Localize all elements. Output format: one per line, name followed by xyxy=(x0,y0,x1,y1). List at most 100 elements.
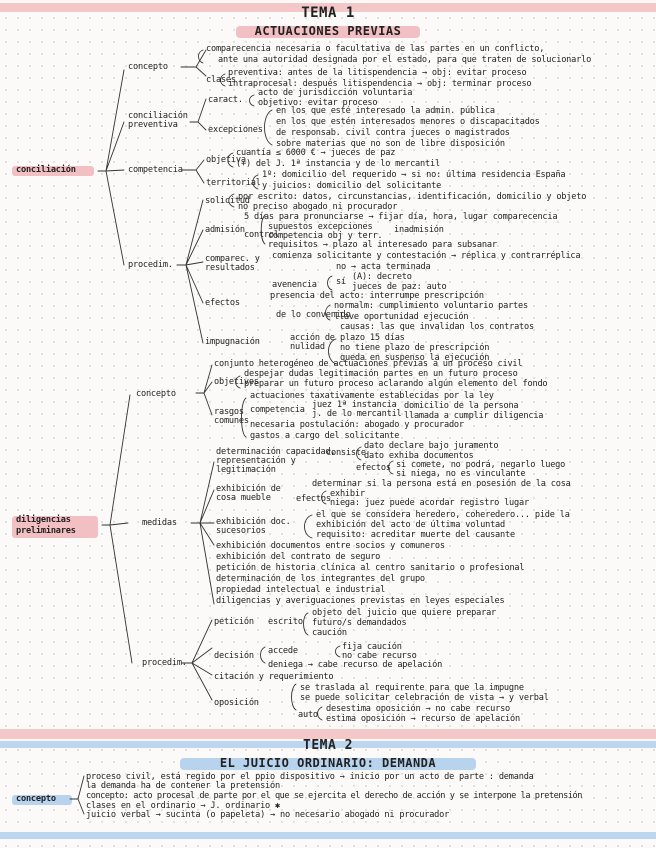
competencia-item: 1º: domicilio del requerido → si no: últ… xyxy=(262,170,566,180)
procedim-item: presencia del acto: interrumpe prescripc… xyxy=(270,291,484,301)
tema-2-concepto-label: concepto xyxy=(16,794,56,804)
label-highlight xyxy=(12,166,94,176)
impugnacion-label: impugnación xyxy=(205,337,260,347)
title-highlight xyxy=(236,26,420,38)
label-highlight xyxy=(12,516,98,538)
procedim-item: plazo 15 días xyxy=(340,333,405,343)
tema-2-item: concepto: acto procesal de parte por el … xyxy=(86,791,583,801)
medida-item: exhibir xyxy=(330,489,365,499)
concepto-item: llamada a cumplir diligencia xyxy=(404,411,544,421)
tema-2-title: EL JUICIO ORDINARIO: DEMANDA xyxy=(219,756,437,770)
competencia-item: (+) del J. 1ª instancia y de lo mercanti… xyxy=(236,159,440,169)
title-highlight xyxy=(180,758,476,770)
objetiva-label: objetiva xyxy=(206,155,246,165)
diligencias-label: diligencias preliminares xyxy=(16,515,76,536)
tema-2-item: proceso civil, está regido por el ppio d… xyxy=(86,772,534,782)
objetivos-label: objetivos xyxy=(214,377,259,387)
procedim-item: sí xyxy=(336,277,346,287)
procedim-item: queda en suspenso la ejecución xyxy=(340,353,490,363)
procedim-item: comienza solicitante y contestación → ré… xyxy=(272,251,581,261)
competencia-label: competencia xyxy=(250,405,305,415)
medida-item: determinación de los integrantes del gru… xyxy=(216,574,425,584)
excepcion-item: en los que estén interesados menores o d… xyxy=(276,117,540,127)
concepto-item: juez 1ª instancia xyxy=(312,400,397,410)
comparecencia-label: comparec. y resultados xyxy=(205,254,260,273)
excepcion-item: de responsab. civil contra jueces o magi… xyxy=(276,128,510,138)
medida-1-label: determinación capacidad, representación … xyxy=(216,447,336,475)
competencia-item: cuantía ≤ 6000 € → jueces de paz xyxy=(236,148,396,158)
citacion-item: citación y requerimiento xyxy=(214,672,334,682)
medida-item: determinar si la persona está en posesió… xyxy=(312,479,571,489)
tema-2-item: la demanda ha de contener la pretensión xyxy=(86,781,280,791)
top-pink-band xyxy=(0,3,656,12)
concepto-label: concepto xyxy=(136,389,176,399)
competencia-label: competencia xyxy=(128,165,183,175)
excepciones-label: excepciones xyxy=(208,125,263,135)
procedim-item: desestima oposición → no cabe recurso xyxy=(326,704,511,714)
accion-nulidad-label: acción de nulidad xyxy=(290,333,335,352)
procedim-label: procedim. xyxy=(142,658,187,668)
procedim-item: estima oposición → recurso de apelación xyxy=(326,714,520,724)
concepto-item: actuaciones taxativamente establecidas p… xyxy=(250,391,494,401)
medida-item: si comete, no podrá, negarlo luego xyxy=(396,460,566,470)
clase-item: preventiva: antes de la litispendencia →… xyxy=(228,68,527,78)
procedim-label: procedim. xyxy=(128,260,173,270)
procedim-item: competencia obj y terr. xyxy=(268,231,383,241)
auto-label: auto xyxy=(298,710,318,720)
procedim-item: deniega → cabe recurso de apelación xyxy=(268,660,443,670)
concepto-definicion: comparecencia necesaria o facultativa de… xyxy=(206,44,545,54)
procedim-item: supuestos excepciones xyxy=(268,222,373,232)
procedim-item: se traslada al requirente para que la im… xyxy=(300,683,524,693)
concepto-item: gastos a cargo del solicitante xyxy=(250,431,400,441)
concepto-item: j. de lo mercantil xyxy=(312,409,402,419)
concepto-item: domicilio de la persona xyxy=(404,401,519,411)
procedim-item: 5 días para pronunciarse → fijar día, ho… xyxy=(244,212,558,222)
medida-item: si niega, no es vinculante xyxy=(396,469,526,479)
medida-item: requisito: acreditar muerte del causante xyxy=(316,530,515,540)
tema-2-item: clases en el ordinario → J. ordinario ✱ xyxy=(86,801,280,811)
preventiva-label: conciliación preventiva xyxy=(128,111,188,130)
excepcion-item: sobre materias que no son de libre dispo… xyxy=(276,139,505,149)
concepto-item: conjunto heterogéneo de actuaciones prev… xyxy=(214,359,523,369)
label-highlight xyxy=(12,795,72,805)
territorial-label: territorial xyxy=(206,178,261,188)
concepto-item: despejar dudas legitimación partes en un… xyxy=(244,369,518,379)
concepto-definicion: ante una autoridad designada por el esta… xyxy=(218,55,592,65)
separator-blue-band xyxy=(0,741,656,748)
medida-3-label: exhibición doc. sucesorios xyxy=(216,517,291,536)
procedim-item: se puede solicitar celebración de vista … xyxy=(300,693,549,703)
procedim-item: causas: las que invalidan los contratos xyxy=(340,322,534,332)
procedim-item: accede xyxy=(268,646,298,656)
medida-item: efectos xyxy=(356,463,391,473)
medida-item: diligencias y averiguaciones previstas e… xyxy=(216,596,505,606)
medida-item: exhibición del acto de última voluntad xyxy=(316,520,506,530)
medida-item: exhibición del contrato de seguro xyxy=(216,552,381,562)
concepto-label: concepto xyxy=(128,62,168,72)
procedim-item: objeto del juicio que quiere preparar xyxy=(312,608,497,618)
escrito-label: escrito xyxy=(268,617,303,627)
clase-item: intraprocesal: después litispendencia → … xyxy=(228,79,532,89)
medida-item: dato exhiba documentos xyxy=(364,451,474,461)
tema-2-number: TEMA 2 xyxy=(303,738,353,753)
caract-item: objetivo: evitar proceso xyxy=(258,98,378,108)
oposicion-label: oposición xyxy=(214,698,259,708)
procedim-item: no tiene plazo de prescripción xyxy=(340,343,490,353)
conciliacion-label: conciliación xyxy=(16,165,76,175)
decision-label: decisión xyxy=(214,651,254,661)
tema-2-item: juicio verbal → sucinta (o papeleta) → n… xyxy=(86,810,450,820)
procedim-item: no → acta terminada xyxy=(336,262,431,272)
medida-item: consiste xyxy=(326,448,366,458)
procedim-item: fija caución xyxy=(342,642,402,652)
medida-item: petición de historia clínica al centro s… xyxy=(216,563,525,573)
medida-item: propiedad intelectual e industrial xyxy=(216,585,386,595)
solicitud-label: solicitud xyxy=(205,196,250,206)
clases-label: clases xyxy=(206,75,236,85)
procedim-item: inadmisión xyxy=(394,225,444,235)
excepcion-item: en los que esté interesado la admin. púb… xyxy=(276,106,495,116)
procedim-item: por escrito: datos, circunstancias, iden… xyxy=(238,192,587,202)
control-label: control xyxy=(244,230,279,240)
admision-label: admisión xyxy=(205,225,245,235)
medida-item: exhibición documentos entre socios y com… xyxy=(216,541,445,551)
rasgos-label: rasgos comunes xyxy=(214,407,249,426)
